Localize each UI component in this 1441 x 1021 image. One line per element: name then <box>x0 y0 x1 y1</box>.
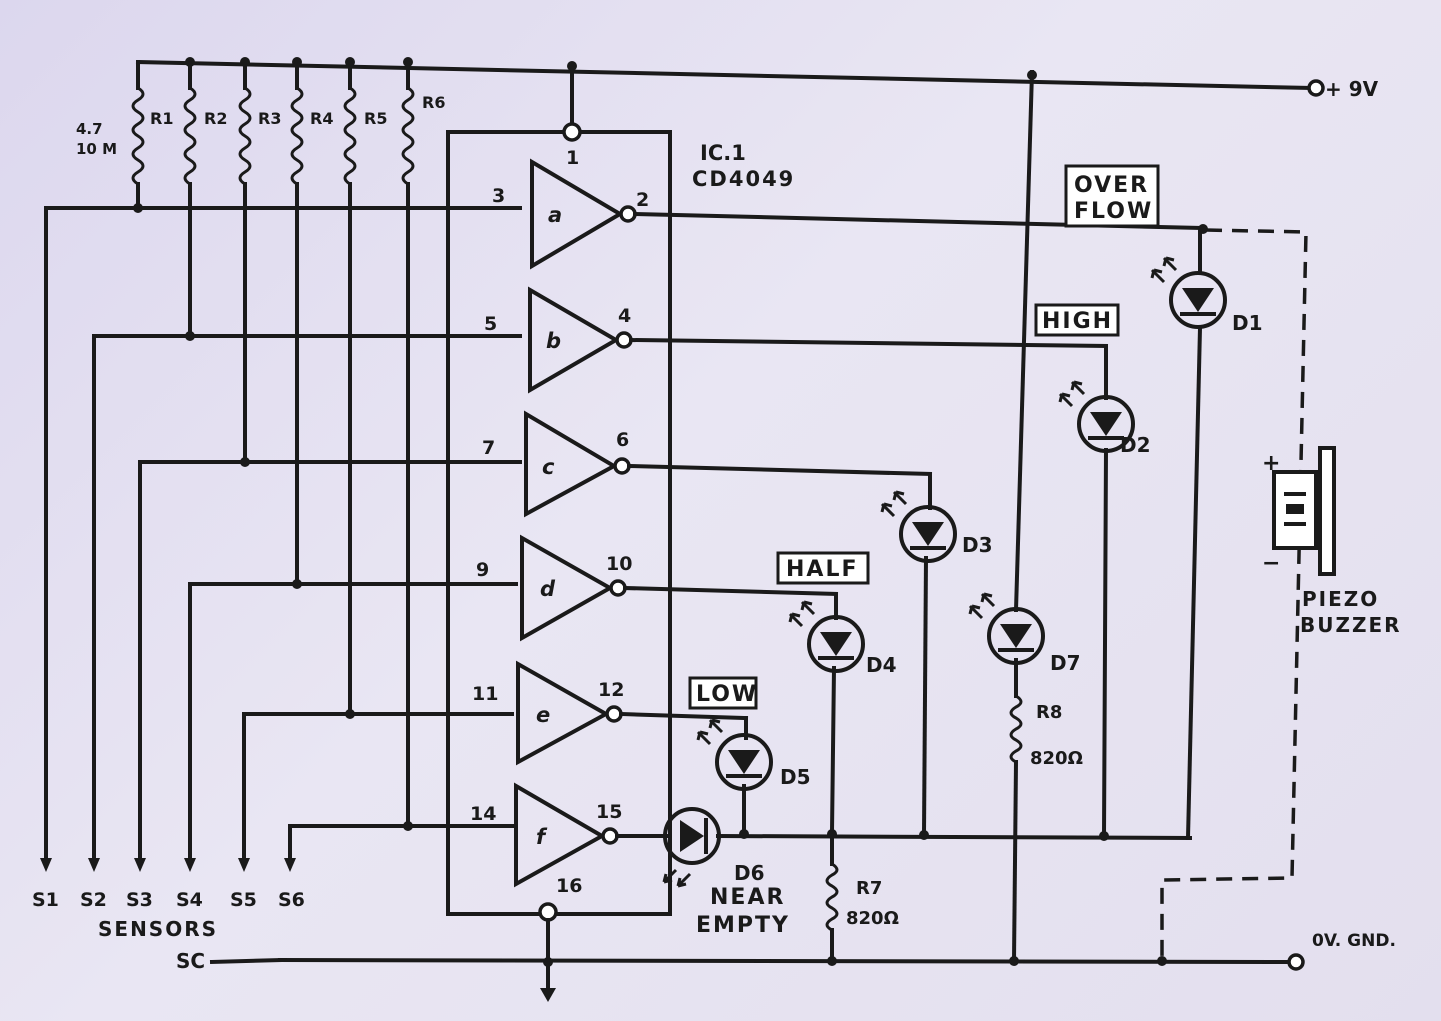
gate-a-out-pin: 2 <box>636 189 649 211</box>
half-label: HALF <box>786 557 859 582</box>
led-d5 <box>696 718 773 791</box>
d1-label: D1 <box>1232 311 1263 335</box>
sensor-wires <box>40 203 522 872</box>
led-d7 <box>968 592 1045 665</box>
sensor-s6-label: S6 <box>278 889 305 911</box>
gate-a-letter: a <box>548 203 562 227</box>
sensor-s4-label: S4 <box>176 889 203 911</box>
output-wiring <box>615 69 1308 966</box>
overflow-label-line2: FLOW <box>1074 199 1153 224</box>
buzzer-label-line1: PIEZO <box>1302 587 1379 611</box>
gnd-label: 0V. GND. <box>1312 931 1396 951</box>
ic-part-label: CD4049 <box>692 167 795 191</box>
high-label: HIGH <box>1042 309 1113 334</box>
sensor-s2-label: S2 <box>80 889 107 911</box>
overflow-label-line1: OVER <box>1074 173 1149 198</box>
sensors-common-label: SC <box>176 949 205 973</box>
high-label-box <box>1034 303 1120 337</box>
inverter-gate-e <box>516 660 623 766</box>
gate-d-out-pin: 10 <box>606 553 632 575</box>
r4-label: R4 <box>310 109 333 128</box>
d5-label: D5 <box>780 765 811 789</box>
r8-label: R8 <box>1036 702 1062 723</box>
gate-f-in-pin: 14 <box>470 803 496 825</box>
led-d3 <box>880 490 957 563</box>
sensor-s1-label: S1 <box>32 889 59 911</box>
gate-f-out-pin: 15 <box>596 801 622 823</box>
ic-pin-vdd: 1 <box>566 147 579 169</box>
pullup-resistor-network <box>131 57 415 828</box>
buzzer-label-line2: BUZZER <box>1300 613 1402 637</box>
led-d6 <box>662 807 721 888</box>
gate-d-in-pin: 9 <box>476 559 489 581</box>
d4-label: D4 <box>866 653 897 677</box>
ic-pin-vss: 16 <box>556 875 582 897</box>
gate-c-in-pin: 7 <box>482 437 495 459</box>
pullup-value-line2: 10 M <box>76 140 117 158</box>
gate-b-in-pin: 5 <box>484 313 497 335</box>
supply-rails <box>135 59 1325 971</box>
sensor-s3-label: S3 <box>126 889 153 911</box>
low-label: LOW <box>696 682 758 707</box>
gate-e-out-pin: 12 <box>598 679 624 701</box>
piezo-buzzer <box>1272 446 1336 576</box>
sensors-caption: SENSORS <box>98 917 218 941</box>
gate-e-letter: e <box>536 703 550 727</box>
ic-ref-label: IC.1 <box>700 141 746 165</box>
near-empty-label-line2: EMPTY <box>696 913 790 938</box>
gate-a-in-pin: 3 <box>492 185 505 207</box>
half-label-box <box>776 551 870 585</box>
r5-label: R5 <box>364 109 387 128</box>
pullup-value-line1: 4.7 <box>76 120 103 138</box>
gate-f-letter: f <box>536 825 548 849</box>
low-label-box <box>688 676 758 710</box>
r7-label: R7 <box>856 878 882 899</box>
near-empty-label-line1: NEAR <box>710 885 785 910</box>
r6-label: R6 <box>422 93 445 112</box>
r3-label: R3 <box>258 109 281 128</box>
led-d4 <box>788 600 865 673</box>
r1-label: R1 <box>150 109 173 128</box>
d6-label: D6 <box>734 861 765 885</box>
r8-value: 820Ω <box>1030 748 1083 769</box>
gate-c-out-pin: 6 <box>616 429 629 451</box>
d2-label: D2 <box>1120 433 1151 457</box>
gate-d-letter: d <box>540 577 556 601</box>
gate-c-letter: c <box>542 455 555 479</box>
gate-b-letter: b <box>546 329 561 353</box>
led-d1 <box>1150 256 1227 329</box>
ic-cd4049 <box>446 61 672 1002</box>
inverter-gate-c <box>524 410 631 518</box>
r2-label: R2 <box>204 109 227 128</box>
overflow-label-box <box>1064 164 1160 228</box>
gate-e-in-pin: 11 <box>472 683 498 705</box>
inverter-gate-d <box>520 534 627 642</box>
d7-label: D7 <box>1050 651 1081 675</box>
r7-value: 820Ω <box>846 908 899 929</box>
d3-label: D3 <box>962 533 993 557</box>
buzzer-minus: − <box>1262 551 1280 576</box>
led-d2 <box>1058 380 1135 453</box>
gate-b-out-pin: 4 <box>618 305 631 327</box>
sensor-s5-label: S5 <box>230 889 257 911</box>
buzzer-plus: + <box>1262 451 1280 476</box>
vplus-label: + 9V <box>1325 77 1379 101</box>
